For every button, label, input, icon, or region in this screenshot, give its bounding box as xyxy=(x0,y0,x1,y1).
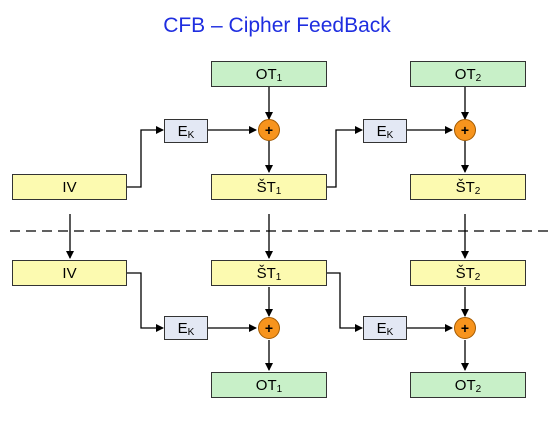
bottom-st1-label: ŠT xyxy=(256,264,276,282)
top-st1-label: ŠT xyxy=(256,178,276,196)
top-st2-label: ŠT xyxy=(455,178,475,196)
top-ot2-label: OT xyxy=(454,65,476,83)
top-ot1-label: OT xyxy=(255,65,277,83)
top-ek1-sub: K xyxy=(187,129,195,141)
bottom-ot2-label: OT xyxy=(454,376,476,394)
bottom-st2-index: 2 xyxy=(474,271,481,283)
bottom-ek2-sub: K xyxy=(386,326,394,338)
bottom-ot2-index: 2 xyxy=(475,383,482,395)
bottom-iv-label: IV xyxy=(62,264,77,282)
bottom-ot1-label: OT xyxy=(255,376,277,394)
bottom-xor2-icon: + xyxy=(454,317,476,339)
top-ot2-index: 2 xyxy=(475,72,482,84)
top-xor1-icon: + xyxy=(258,119,280,141)
top-ek2-sub: K xyxy=(386,129,394,141)
top-ek1-label: E xyxy=(177,122,188,140)
bottom-iv-box: IV xyxy=(12,260,127,286)
bottom-st2-label: ŠT xyxy=(455,264,475,282)
top-st1-index: 1 xyxy=(275,185,282,197)
bottom-ek2-label: E xyxy=(376,319,387,337)
top-xor2-icon: + xyxy=(454,119,476,141)
bottom-st1-index: 1 xyxy=(275,271,282,283)
bottom-ek1-sub: K xyxy=(187,326,195,338)
bottom-ot1-index: 1 xyxy=(276,383,283,395)
top-st2-index: 2 xyxy=(474,185,481,197)
top-iv-label: IV xyxy=(62,178,77,196)
top-ek2-label: E xyxy=(376,122,387,140)
diagram-title: CFB – Cipher FeedBack xyxy=(163,14,391,37)
bottom-xor1-icon: + xyxy=(258,317,280,339)
top-ot1-index: 1 xyxy=(276,72,283,84)
bottom-ek1-label: E xyxy=(177,319,188,337)
top-iv-box: IV xyxy=(12,174,127,200)
